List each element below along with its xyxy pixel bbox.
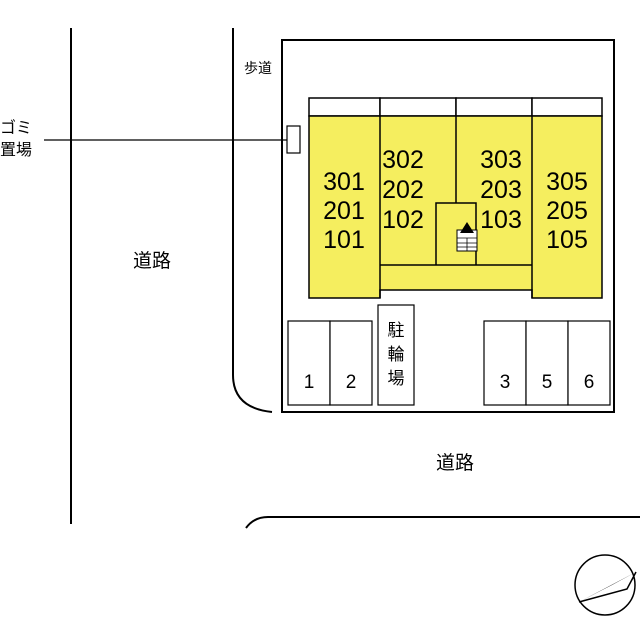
parking-number: 6 — [584, 372, 595, 393]
road-label-south: 道路 — [436, 452, 474, 474]
bike-parking-label: 駐 — [388, 321, 405, 341]
sidewalk-label: 歩道 — [244, 61, 272, 77]
unit-block-3: 303 203 103 — [480, 146, 522, 234]
unit-number: 202 — [382, 176, 424, 204]
parking-number: 2 — [346, 372, 357, 393]
unit-block-2: 302 202 102 — [382, 146, 424, 234]
unit-number: 303 — [480, 146, 522, 174]
unit-block-4: 305 205 105 — [546, 168, 588, 254]
unit-block-1: 301 201 101 — [323, 168, 365, 254]
garbage-area — [286, 125, 301, 154]
parking-space — [567, 320, 611, 406]
bike-parking-label: 場 — [388, 369, 405, 389]
unit-number: 203 — [480, 176, 522, 204]
balcony-strip — [455, 97, 533, 117]
bike-parking-label: 輪 — [388, 345, 405, 365]
unit-number: 302 — [382, 146, 424, 174]
parking-space — [329, 320, 373, 406]
unit-number: 101 — [323, 226, 365, 254]
sidewalk-edge — [232, 28, 273, 413]
stairs-icon — [456, 222, 478, 252]
unit-number: 201 — [323, 197, 365, 225]
lot-boundary — [281, 39, 615, 413]
unit-number: 105 — [546, 226, 588, 254]
parking-space — [525, 320, 569, 406]
balcony-strip — [308, 97, 381, 117]
road-edge-south — [245, 516, 640, 529]
unit-number: 102 — [382, 206, 424, 234]
parking-number: 1 — [304, 372, 315, 393]
parking-number: 3 — [500, 372, 511, 393]
road-label-west: 道路 — [133, 250, 171, 272]
unit-number: 301 — [323, 168, 365, 196]
parking-space — [483, 320, 527, 406]
garbage-label: 置場 — [0, 140, 32, 159]
parking-number: 5 — [542, 372, 553, 393]
unit-number: 103 — [480, 206, 522, 234]
north-arrow-icon — [574, 554, 637, 616]
parking-space — [287, 320, 331, 406]
garbage-label: ゴミ — [0, 118, 32, 137]
unit-number: 205 — [546, 197, 588, 225]
balcony-strip — [379, 97, 457, 117]
balcony-strip — [531, 97, 603, 117]
bike-parking-area — [377, 304, 415, 406]
unit-number: 305 — [546, 168, 588, 196]
